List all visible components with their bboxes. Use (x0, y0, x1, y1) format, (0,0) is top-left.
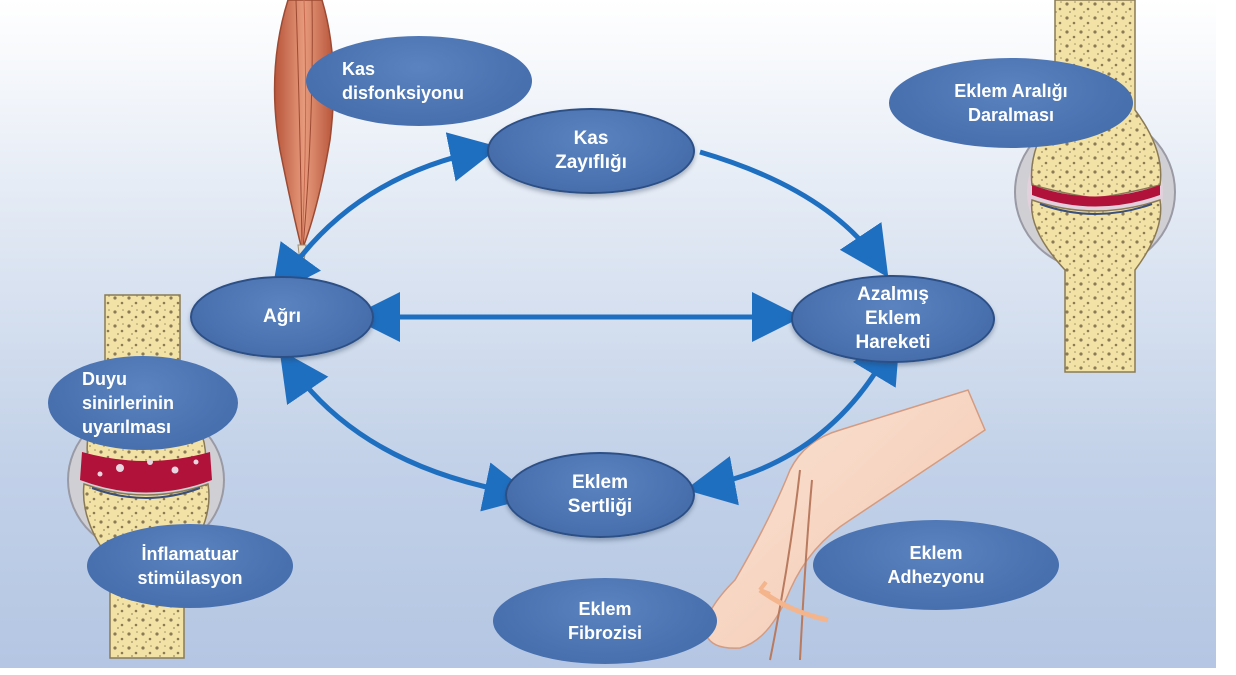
node-muscle-weakness: Kas Zayıflığı (487, 108, 695, 194)
label-sensory-nerve-stimulation-text: Duyu sinirlerinin uyarılması (82, 367, 174, 439)
arrow-stiffness-to-pain (288, 362, 500, 490)
label-joint-space-narrowing: Eklem Aralığı Daralması (889, 58, 1133, 148)
label-joint-space-narrowing-text: Eklem Aralığı Daralması (954, 79, 1067, 127)
label-sensory-nerve-stimulation: Duyu sinirlerinin uyarılması (48, 356, 238, 450)
node-pain: Ağrı (190, 276, 374, 358)
arrow-motion-to-stiffness (700, 362, 882, 487)
node-joint-stiffness-label: Eklem Sertliği (568, 471, 632, 519)
label-inflammatory-stimulation: İnflamatuar stimülasyon (87, 524, 293, 608)
node-reduced-joint-motion-label: Azalmış Eklem Hareketi (856, 283, 931, 355)
label-inflammatory-stimulation-text: İnflamatuar stimülasyon (137, 542, 242, 590)
node-pain-label: Ağrı (263, 305, 301, 329)
label-joint-fibrosis-text: Eklem Fibrozisi (568, 597, 642, 645)
arrow-weakness-to-motion (700, 152, 880, 265)
arrow-pain-to-weakness (292, 150, 485, 268)
label-joint-adhesion: Eklem Adhezyonu (813, 520, 1059, 610)
label-muscle-dysfunction: Kas disfonksiyonu (306, 36, 532, 126)
node-reduced-joint-motion: Azalmış Eklem Hareketi (791, 275, 995, 363)
node-muscle-weakness-label: Kas Zayıflığı (555, 127, 627, 175)
node-joint-stiffness: Eklem Sertliği (505, 452, 695, 538)
label-muscle-dysfunction-text: Kas disfonksiyonu (342, 57, 464, 105)
label-joint-adhesion-text: Eklem Adhezyonu (888, 541, 985, 589)
label-joint-fibrosis: Eklem Fibrozisi (493, 578, 717, 664)
